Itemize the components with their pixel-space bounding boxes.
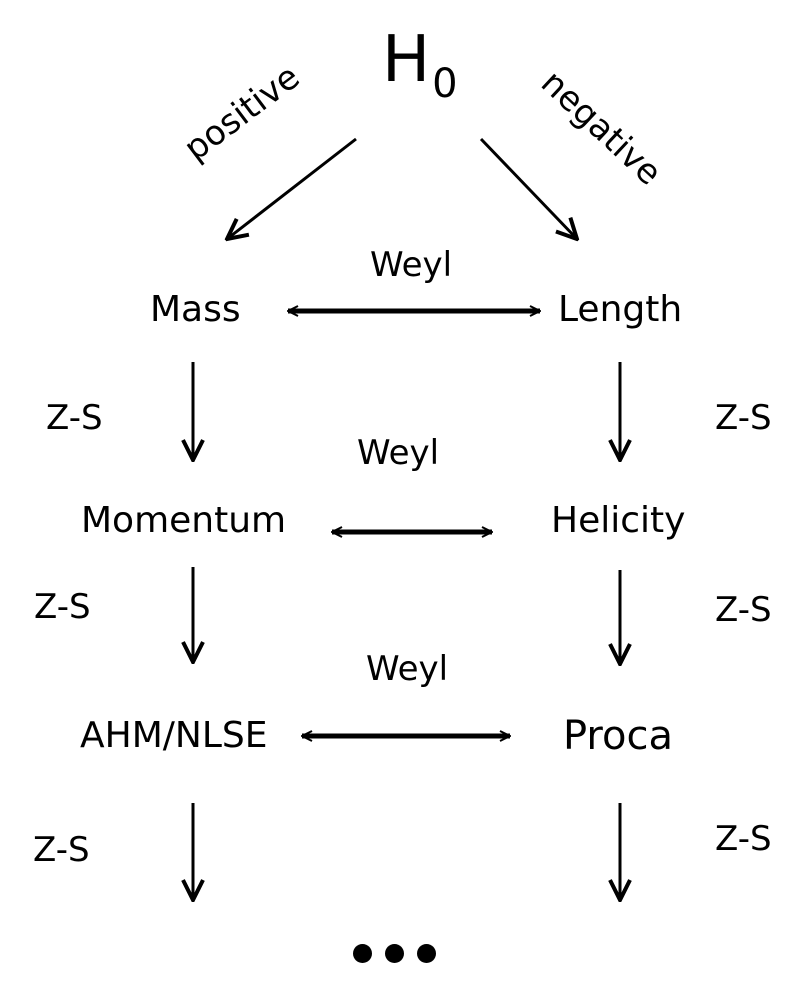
- arrow-h0-to-length: [479, 137, 577, 239]
- node-helicity: Helicity: [551, 500, 686, 541]
- node-momentum: Momentum: [81, 500, 287, 541]
- ellipsis-dot: [417, 944, 436, 963]
- zs-label-right-2: Z-S: [715, 590, 772, 630]
- weyl-label-row2: Weyl: [357, 433, 440, 473]
- root-node-h0: H0: [382, 28, 458, 104]
- arrow-h0-to-mass: [227, 137, 357, 239]
- zs-label-left-3: Z-S: [33, 830, 90, 870]
- zs-label-left-2: Z-S: [34, 587, 91, 627]
- root-subscript: 0: [432, 61, 458, 107]
- node-mass: Mass: [150, 289, 241, 330]
- node-ahm-nlse: AHM/NLSE: [80, 715, 268, 756]
- zs-label-right-3: Z-S: [715, 819, 772, 859]
- zs-label-right-1: Z-S: [715, 398, 772, 438]
- weyl-label-row1: Weyl: [370, 245, 453, 285]
- continuation-ellipsis: [353, 944, 436, 963]
- zs-label-left-1: Z-S: [46, 398, 103, 438]
- root-label: H: [382, 23, 431, 97]
- weyl-label-row3: Weyl: [366, 649, 449, 689]
- node-proca: Proca: [563, 713, 673, 759]
- node-length: Length: [558, 289, 683, 330]
- ellipsis-dot: [385, 944, 404, 963]
- ellipsis-dot: [353, 944, 372, 963]
